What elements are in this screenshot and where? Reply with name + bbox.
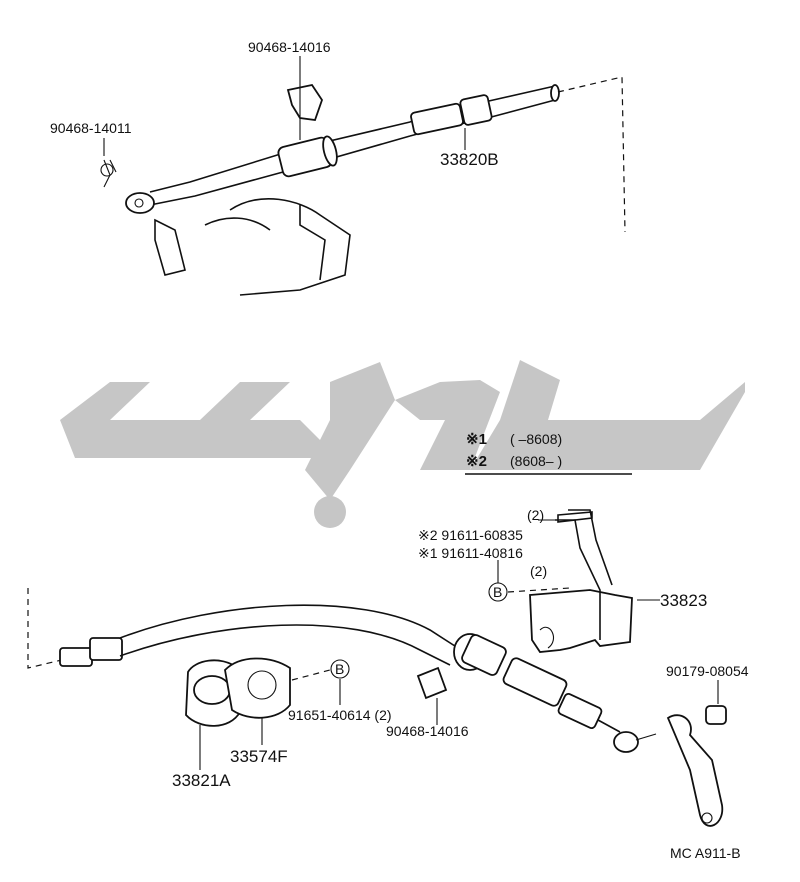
label-qty-a: (2) xyxy=(527,507,544,523)
top-cable-assembly xyxy=(100,76,626,296)
callout-b-left-letter: B xyxy=(335,661,344,677)
note-mark-2: ※2 xyxy=(466,453,487,470)
watermark-logo xyxy=(60,360,745,528)
note-mark-1: ※1 xyxy=(466,431,487,448)
applicability-note: ※1 ( –8608) ※2 (8608– ) xyxy=(465,431,632,475)
label-gasket: 33574F xyxy=(230,747,288,766)
label-qty-b: (2) xyxy=(530,563,547,579)
callout-b-left xyxy=(330,659,350,679)
label-bolt-b: 91651-40614 (2) xyxy=(288,707,392,723)
label-bolt-1: ※1 91611-40816 xyxy=(418,545,523,561)
label-cable-top: 33820B xyxy=(440,150,499,169)
note-range-1: ( –8608) xyxy=(510,431,562,447)
label-pin-top: 90468-14011 xyxy=(50,120,132,136)
bottom-cable-assembly xyxy=(27,509,727,827)
label-bolt-2: ※2 91611-60835 xyxy=(418,527,523,543)
label-clip-bottom: 90468-14016 xyxy=(386,723,469,739)
label-nut: 90179-08054 xyxy=(666,663,749,679)
label-clip-top: 90468-14016 xyxy=(248,39,331,55)
label-retainer: 33821A xyxy=(172,771,231,790)
label-bracket: 33823 xyxy=(660,591,707,610)
callout-b-right-letter: B xyxy=(493,584,502,600)
note-range-2: (8608– ) xyxy=(510,453,562,469)
reference-code: MC A911-B xyxy=(670,845,741,861)
